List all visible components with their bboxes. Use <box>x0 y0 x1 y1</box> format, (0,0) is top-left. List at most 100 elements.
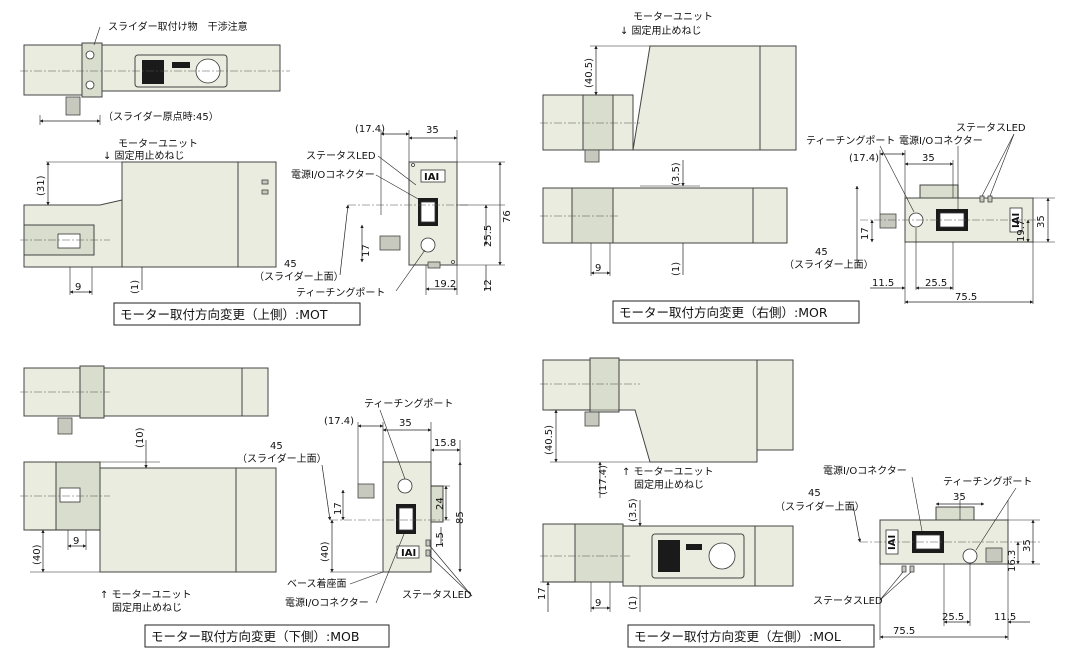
mol-slider-45: 45 <box>808 488 821 499</box>
mob-dim-85: 85 <box>455 511 466 524</box>
mor-dim-40-5: (40.5) <box>584 58 595 88</box>
mor-plan-view: モーターユニット ↓ 固定用止めねじ (40.5) <box>540 11 797 163</box>
mob-caption-box <box>144 624 390 648</box>
mol-dim-16-3: 16.3 <box>1007 550 1018 572</box>
motor-cap <box>759 45 797 151</box>
mor-dim-17: 17 <box>860 227 871 240</box>
mot-screw-note-1: モーターユニット <box>118 138 198 150</box>
mor-side-view: (3.5) 9 (1) <box>540 160 788 276</box>
mob-dim-17-4: (17.4) <box>324 416 354 427</box>
mot-caption: モーター取付方向変更（上側）:MOT <box>120 307 328 322</box>
mor-dim-25-5: 25.5 <box>925 278 947 289</box>
mob-teaching-port: ティーチングポート <box>364 397 453 410</box>
switch-block <box>142 60 164 84</box>
mol-logo: IAI <box>887 535 898 550</box>
mob-dim-40: (40) <box>32 544 43 565</box>
fitting-end <box>985 547 1003 563</box>
mol-power-io: 電源I/Oコネクター <box>823 464 907 477</box>
mot-top-note: スライダー取付け物 干渉注意 <box>108 20 248 33</box>
mol-dim-11-5: 11.5 <box>994 612 1016 623</box>
mor-dim-17-4: (17.4) <box>849 153 879 164</box>
mob-status-led: ステータスLED <box>402 589 472 601</box>
mor-dim-9: 9 <box>595 263 601 274</box>
mol-dim-35v: 35 <box>1022 539 1033 552</box>
mol-status-led: ステータスLED <box>813 595 883 607</box>
mot-dim-19-2: 19.2 <box>434 279 456 290</box>
fitting <box>584 149 600 163</box>
mot-power-io: 電源I/Oコネクター <box>291 168 375 181</box>
fitting <box>584 411 600 427</box>
mol-dim-9: 9 <box>595 598 601 609</box>
mor-slider-top: （スライダー上面） <box>784 258 874 271</box>
teaching-port <box>420 237 436 253</box>
mol-dim-35: 35 <box>953 492 966 503</box>
mot-end-view: IAI (17.4) 35 ステータスLED 電源I/Oコネクター 45 （スラ… <box>254 124 513 299</box>
motor-housing <box>618 359 758 463</box>
mol-dim-17-4: (17.4) <box>598 465 609 495</box>
slider-side <box>571 187 619 244</box>
motor-cap <box>756 359 794 451</box>
mob-power-io: 電源I/Oコネクター <box>285 596 369 609</box>
mol-plan-view: (40.5) (17.4) ↑ モーターユニット 固定用止めねじ <box>540 357 794 498</box>
mor-slider-45: 45 <box>815 247 828 258</box>
fitting-end <box>357 483 375 499</box>
mor-teaching-port: ティーチングポート <box>806 134 895 147</box>
view-mob: (10) (40) 9 ↑ モーターユニット 固定用止めねじ IAI ティーチン… <box>20 365 473 648</box>
mor-logo: IAI <box>1011 213 1022 228</box>
mot-slider-top: （スライダー上面） <box>254 270 344 283</box>
mor-dim-75-5: 75.5 <box>955 292 977 303</box>
mol-slider-top: （スライダー上面） <box>775 500 865 513</box>
mol-dim-25-5: 25.5 <box>942 612 964 623</box>
mot-status-led: ステータスLED <box>306 150 376 162</box>
mol-dim-75-5: 75.5 <box>893 626 915 637</box>
mor-dim-11-5: 11.5 <box>872 278 894 289</box>
mol-teaching-port: ティーチングポート <box>943 475 1032 488</box>
mol-screw-note-1: ↑ モーターユニット <box>622 466 714 478</box>
mob-dim-15-8: 15.8 <box>434 438 456 449</box>
mob-slider-top: （スライダー上面） <box>237 452 327 465</box>
mot-plan-view: スライダー取付け物 干渉注意 （スライダー原点時:45） <box>20 20 290 125</box>
mor-status-led: ステータスLED <box>956 122 1026 134</box>
slider-side <box>574 523 624 583</box>
mor-dim-3-5: (3.5) <box>671 162 682 186</box>
mol-caption-box <box>627 624 875 648</box>
fitting <box>65 96 81 116</box>
mol-dim-17: 17 <box>537 587 548 600</box>
mol-dim-3-5: (3.5) <box>628 498 639 522</box>
mot-caption-box <box>113 302 361 326</box>
mob-end-view: IAI ティーチングポート (17.4) 35 15.8 45 （スライダー上面… <box>237 397 473 609</box>
motor-side <box>612 187 754 244</box>
fitting <box>57 417 73 435</box>
mob-base-face: ベース着座面 <box>287 577 347 590</box>
slider-block <box>589 357 620 413</box>
mot-slider-45: 45 <box>284 259 297 270</box>
panel-logo <box>686 544 702 550</box>
mob-dim-24: 24 <box>435 497 446 510</box>
switch-block <box>658 540 680 572</box>
panel-logo <box>172 62 190 68</box>
mot-dim-17: 17 <box>361 244 372 257</box>
mot-teaching-port: ティーチングポート <box>296 286 385 299</box>
mot-dim-12: 12 <box>483 279 494 292</box>
mob-caption: モーター取付方向変更（下側）:MOB <box>151 629 359 644</box>
teaching-port <box>962 548 978 564</box>
mor-dim-19-7: 19.7 <box>1016 220 1027 242</box>
mol-end-view: IAI 電源I/Oコネクター ティーチングポート 45 （スライダー上面） 35… <box>775 464 1040 640</box>
fitting-side <box>57 233 81 249</box>
mob-dim-17: 17 <box>333 502 344 515</box>
motor-housing <box>632 45 761 151</box>
mor-caption: モーター取付方向変更（右側）:MOR <box>619 305 828 320</box>
mob-dim-35: 35 <box>399 418 412 429</box>
mol-screw-note-2: 固定用止めねじ <box>634 478 704 491</box>
mob-logo: IAI <box>401 548 416 559</box>
mot-side-view: モーターユニット ↓ 固定用止めねじ (31) 9 (1) <box>20 138 277 295</box>
mot-origin-note: （スライダー原点時:45） <box>103 110 219 123</box>
mot-logo: IAI <box>424 172 439 183</box>
fitting-end <box>379 235 401 251</box>
jog-pad <box>708 542 736 570</box>
mot-dim-17-4: (17.4) <box>355 124 385 135</box>
mol-side-view: (3.5) 17 9 (1) <box>537 498 794 612</box>
mob-screw-note-1: ↑ モーターユニット <box>100 589 192 601</box>
view-mot: スライダー取付け物 干渉注意 （スライダー原点時:45） モーターユニット ↓ … <box>20 20 513 326</box>
